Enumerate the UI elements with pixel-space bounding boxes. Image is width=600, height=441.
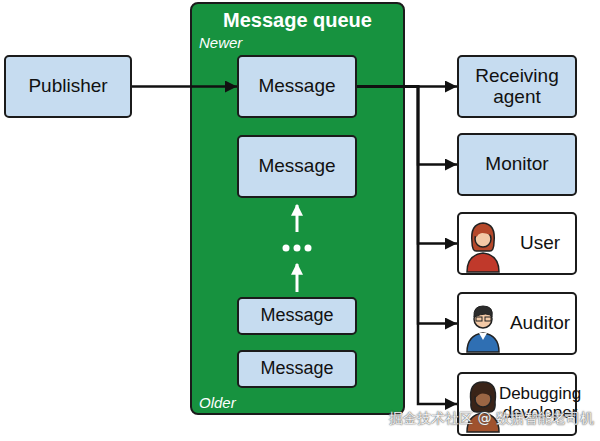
message-box: Message: [237, 135, 357, 198]
node-label: Publisher: [25, 76, 110, 97]
node-label: Message: [255, 156, 338, 177]
message-box: Message: [237, 350, 357, 388]
node-label: Receiving agent: [459, 66, 575, 108]
consumer-box: Monitor: [457, 133, 577, 196]
node-label: Auditor: [507, 313, 573, 334]
message-box: Message: [237, 55, 357, 118]
node-label: User: [517, 233, 563, 254]
person-box: User: [457, 212, 577, 275]
node-label: Monitor: [482, 154, 551, 175]
node-label: Message: [257, 306, 336, 326]
message-box: Message: [237, 297, 357, 335]
node-label: Message queue: [192, 9, 403, 31]
queue-end-label: Newer: [199, 35, 242, 52]
watermark: 掘金技术社区 @ 数据智能老司机: [389, 410, 594, 428]
queue-container: Message queueNewerOlderMessageMessageMes…: [190, 2, 405, 415]
publisher-box: Publisher: [4, 55, 132, 118]
person-box: Debugging developer: [457, 372, 577, 436]
queue-end-label: Older: [199, 395, 236, 412]
node-label: Message: [255, 76, 338, 97]
consumer-box: Receiving agent: [457, 55, 577, 118]
person-box: Auditor: [457, 292, 577, 355]
node-label: Message: [257, 359, 336, 379]
